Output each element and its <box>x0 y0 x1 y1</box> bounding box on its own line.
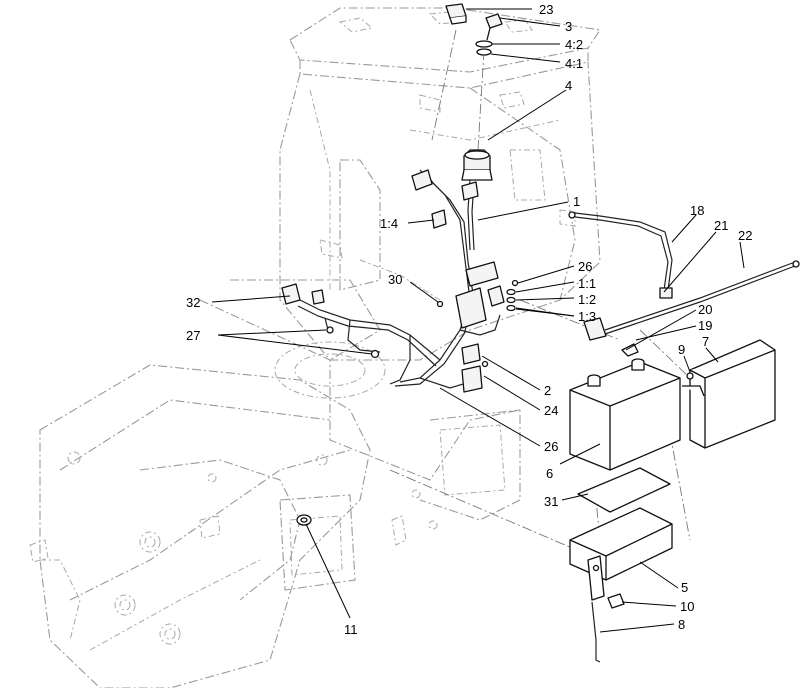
callout-1-4: 1:4 <box>380 216 398 231</box>
callout-6: 6 <box>546 466 553 481</box>
callout-5: 5 <box>681 580 688 595</box>
callout-32: 32 <box>186 295 200 310</box>
callout-24: 24 <box>544 403 558 418</box>
callout-3: 3 <box>565 19 572 34</box>
callout-9: 9 <box>678 342 685 357</box>
phantom-frame <box>29 7 691 688</box>
relay-2 <box>461 343 481 365</box>
callout-19: 19 <box>698 318 712 333</box>
callout-31: 31 <box>544 494 558 509</box>
callout-20: 20 <box>698 302 712 317</box>
j-bolt-8 <box>591 601 601 663</box>
callout-27: 27 <box>186 328 200 343</box>
callout-1-1: 1:1 <box>578 276 596 291</box>
battery-6 <box>569 343 681 471</box>
battery-cable-22 <box>583 260 800 341</box>
battery-tray-5 <box>569 507 673 601</box>
nut-9 <box>686 372 694 380</box>
callout-1: 1 <box>573 194 580 209</box>
ground-stud-11 <box>296 514 312 526</box>
callout-11: 11 <box>344 622 358 637</box>
callout-labels: 23 3 4:2 4:1 4 1 1:4 18 21 22 26 1:1 1:2… <box>186 2 752 637</box>
callout-26-bottom: 26 <box>544 439 558 454</box>
leader-lines <box>211 8 745 633</box>
battery-cover-7 <box>682 339 776 449</box>
bolt-10 <box>607 593 625 609</box>
callout-4-1: 4:1 <box>565 56 583 71</box>
callout-4: 4 <box>565 78 572 93</box>
callout-7: 7 <box>702 334 709 349</box>
callout-8: 8 <box>678 617 685 632</box>
key-3 <box>485 13 503 41</box>
callout-26-top: 26 <box>578 259 592 274</box>
battery-pad-31 <box>577 467 671 513</box>
callout-22: 22 <box>738 228 752 243</box>
callout-18: 18 <box>690 203 704 218</box>
washer-4-1 <box>476 48 492 56</box>
nut-4-2 <box>475 40 493 48</box>
callout-2: 2 <box>544 383 551 398</box>
callout-21: 21 <box>714 218 728 233</box>
fuse-block-24 <box>461 360 489 393</box>
callout-30: 30 <box>388 272 402 287</box>
rocker-switch-23 <box>445 3 467 25</box>
callout-4-2: 4:2 <box>565 37 583 52</box>
callout-23: 23 <box>539 2 553 17</box>
ignition-switch-4 <box>461 149 493 181</box>
callout-1-2: 1:2 <box>578 292 596 307</box>
callout-10: 10 <box>680 599 694 614</box>
callout-1-3: 1:3 <box>578 309 596 324</box>
